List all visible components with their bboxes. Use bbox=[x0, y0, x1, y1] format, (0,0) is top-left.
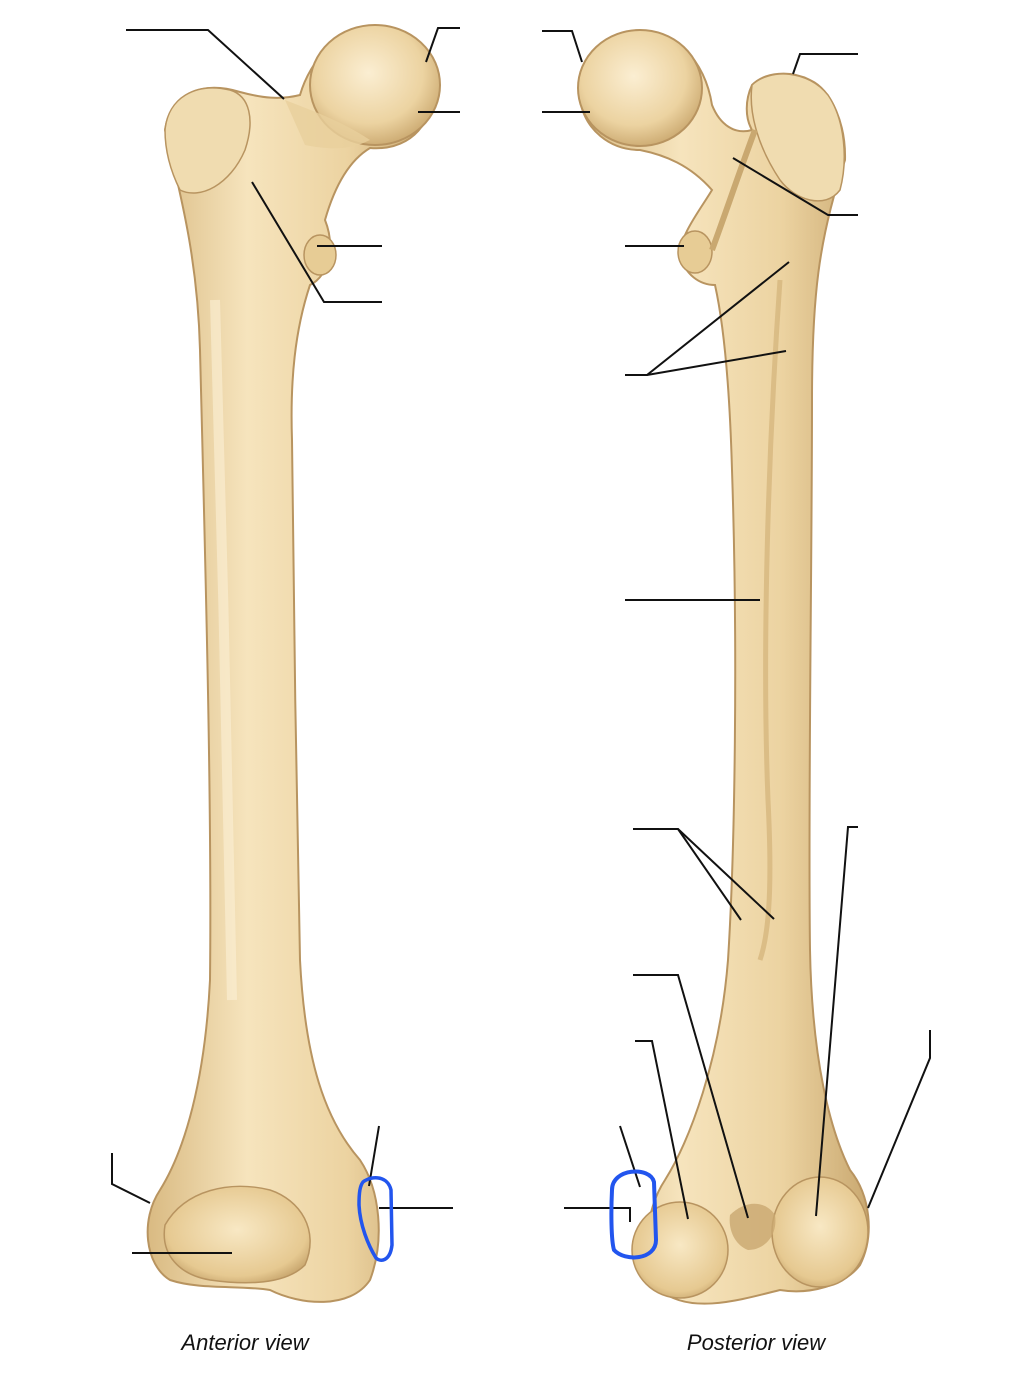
leader-line-p12 bbox=[867, 1030, 931, 1209]
posterior-lesser-trochanter bbox=[677, 230, 713, 274]
leader-line-p9 bbox=[815, 826, 858, 1217]
anterior-shaft-highlight bbox=[210, 299, 237, 1001]
leader-line-p14 bbox=[564, 1207, 631, 1222]
leader-line-p4 bbox=[732, 157, 858, 216]
leader-line-a6 bbox=[111, 1153, 151, 1204]
posterior-greater-trochanter bbox=[750, 73, 845, 202]
leader-line-a5 bbox=[251, 181, 382, 303]
anterior-femur-body bbox=[146, 26, 434, 1303]
leader-line-p10 bbox=[633, 974, 749, 1219]
anterior-leader-lines bbox=[111, 27, 460, 1254]
anterior-greater-trochanter bbox=[164, 87, 251, 194]
anterior-view-caption: Anterior view bbox=[181, 1330, 309, 1355]
posterior-head bbox=[577, 29, 703, 147]
posterior-lateral-condyle bbox=[771, 1176, 869, 1288]
anterior-lesser-trochanter bbox=[303, 234, 337, 276]
anterior-marker-circle bbox=[357, 1176, 394, 1262]
posterior-intercondylar-fossa bbox=[729, 1203, 776, 1250]
anterior-neck bbox=[285, 100, 370, 149]
posterior-intertrochanteric-crest bbox=[709, 128, 758, 252]
leader-line-p8b bbox=[677, 828, 775, 920]
anterior-head bbox=[309, 24, 441, 146]
posterior-marker-circle bbox=[609, 1169, 659, 1260]
leader-line-p13 bbox=[619, 1125, 641, 1188]
anterior-femur bbox=[146, 24, 441, 1303]
leader-line-p8a bbox=[633, 828, 742, 921]
posterior-view-caption: Posterior view bbox=[686, 1330, 826, 1355]
leader-line-a8 bbox=[368, 1125, 380, 1187]
leader-line-a1 bbox=[126, 29, 285, 100]
posterior-leader-lines bbox=[542, 30, 931, 1222]
leader-line-p6b bbox=[646, 350, 787, 376]
leader-line-p1 bbox=[542, 30, 583, 63]
leader-line-p11 bbox=[635, 1040, 689, 1220]
leader-line-a2 bbox=[425, 27, 460, 63]
anterior-patellar-surface bbox=[163, 1185, 311, 1284]
posterior-linea-aspera bbox=[757, 279, 783, 961]
leader-line-p3 bbox=[792, 53, 858, 75]
posterior-medial-condyle bbox=[631, 1201, 729, 1299]
